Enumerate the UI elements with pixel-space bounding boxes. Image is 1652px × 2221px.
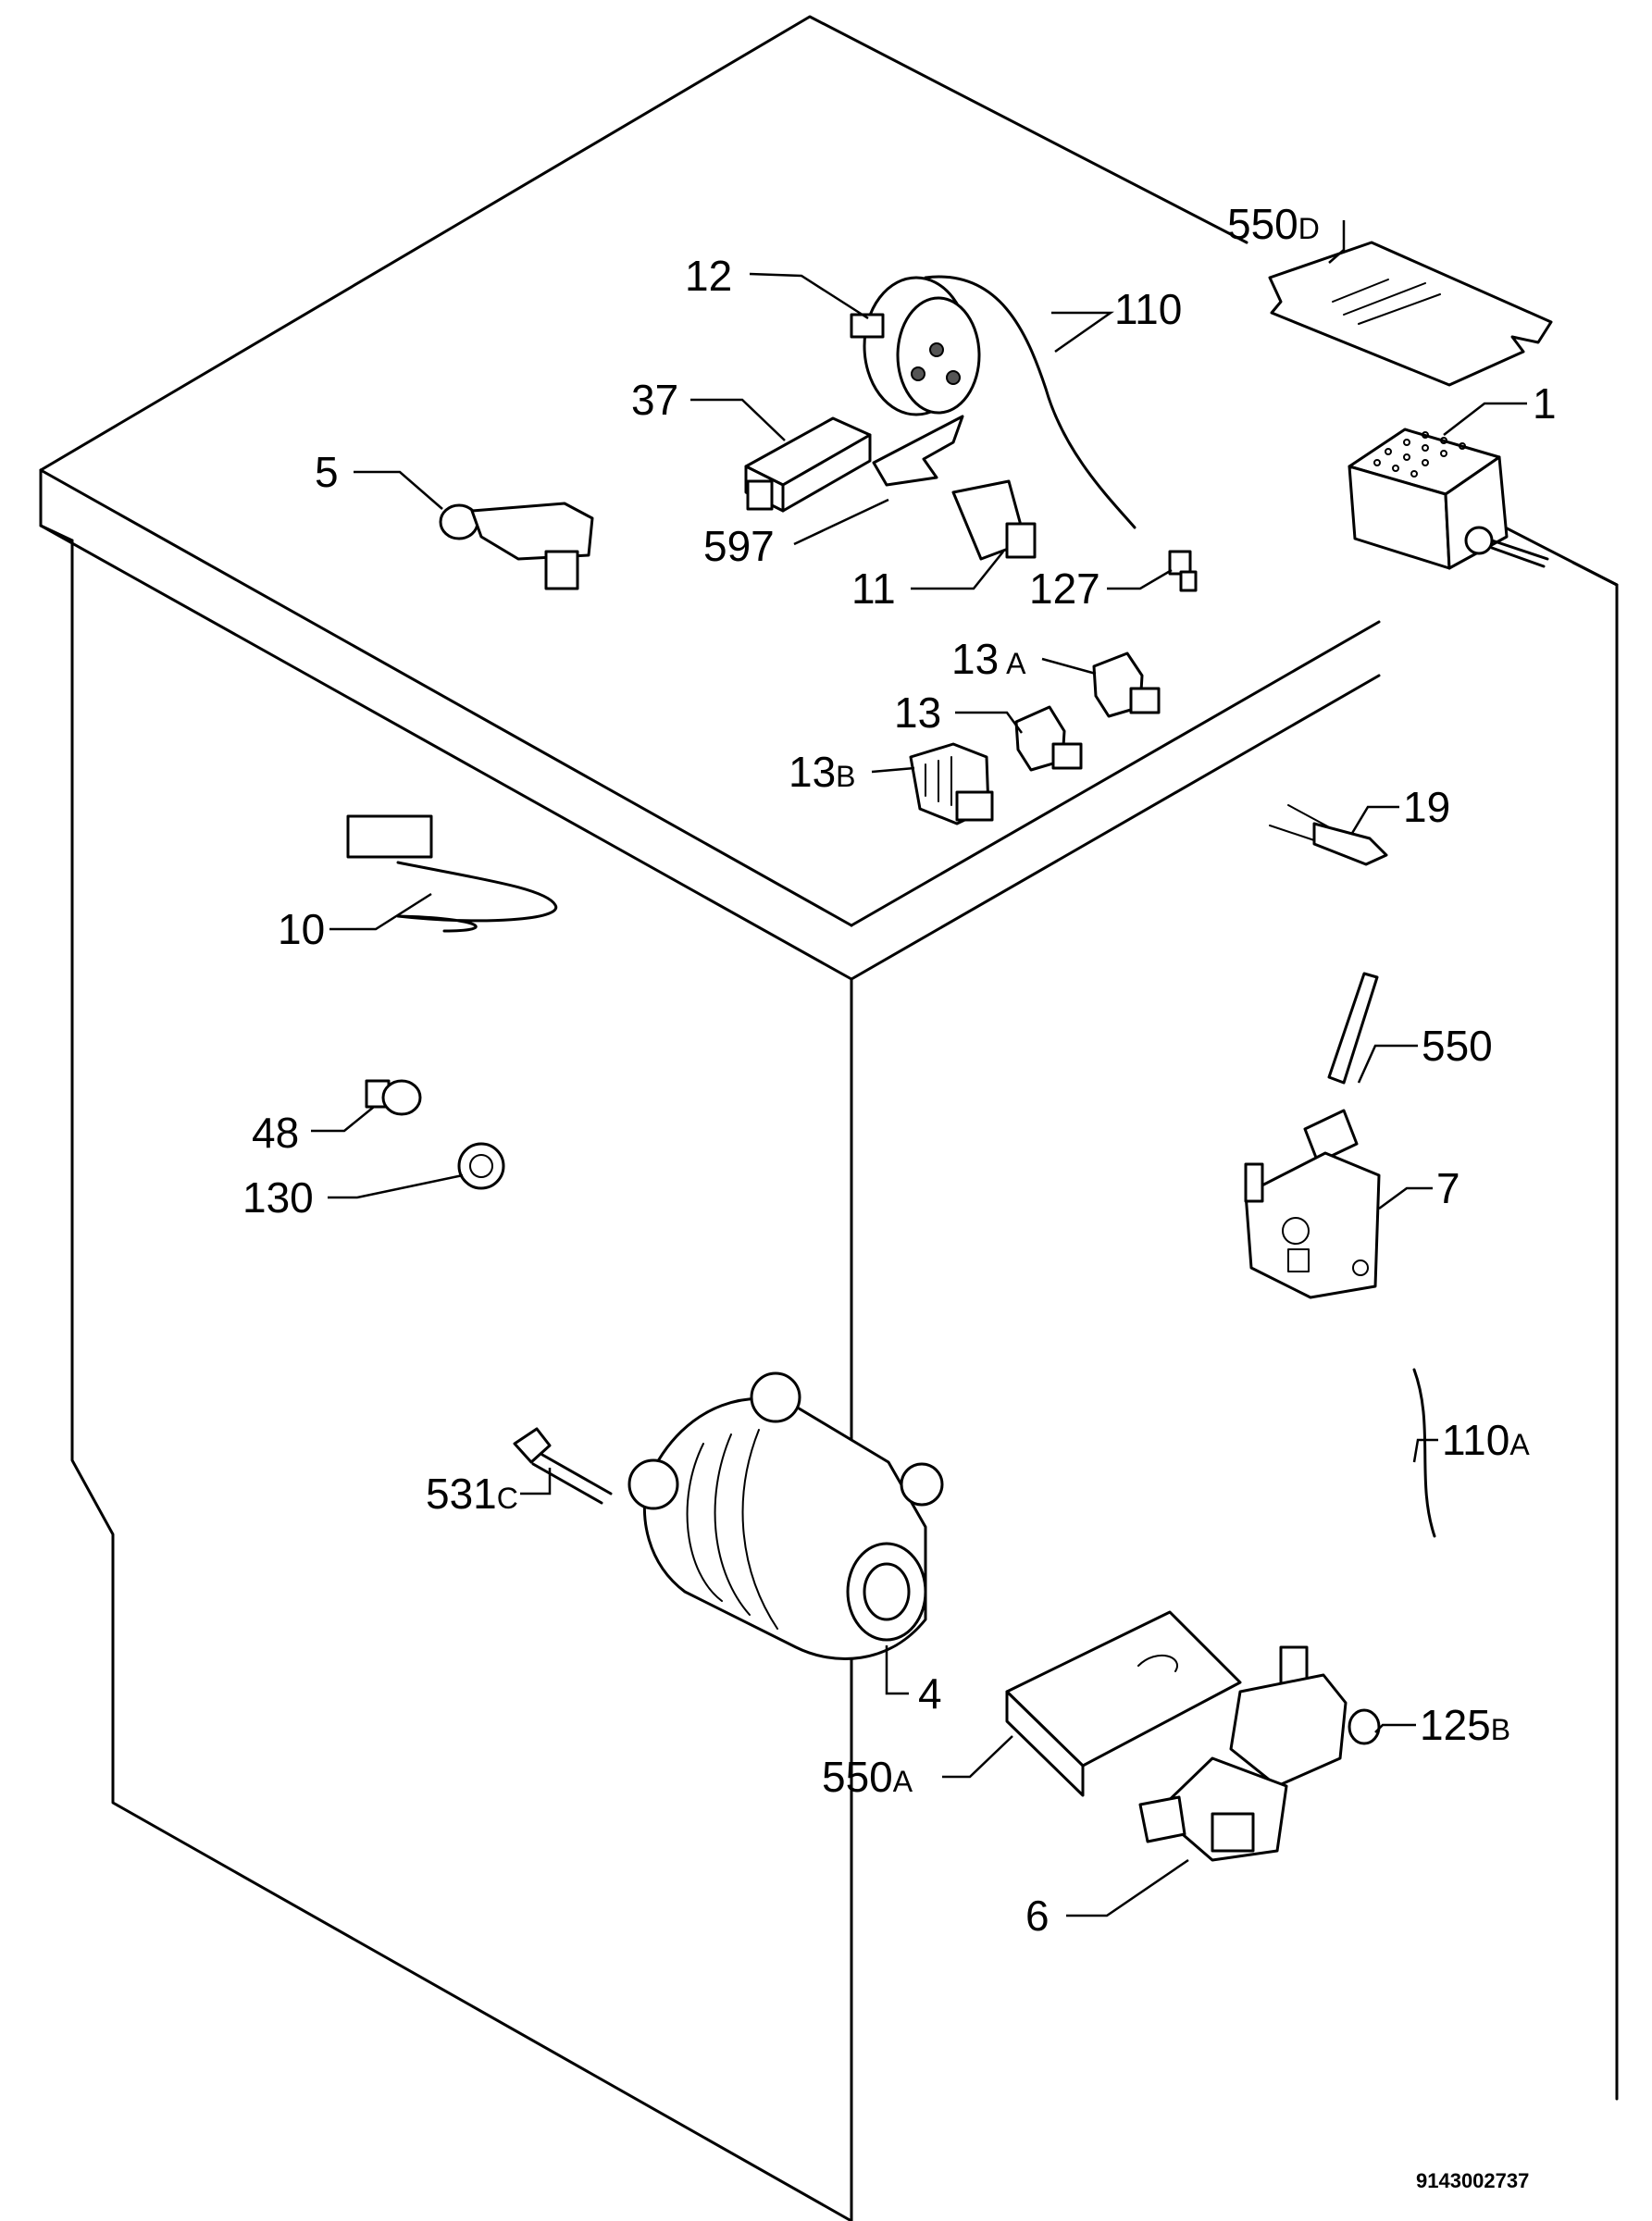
cover-plate-550d <box>1268 241 1553 387</box>
callout-110a: 110A <box>1442 1416 1530 1464</box>
callout-110: 110 <box>1114 285 1182 333</box>
pressure-switch-12 <box>850 276 981 416</box>
callout-597: 597 <box>703 522 775 570</box>
callout-550: 550 <box>1422 1022 1493 1070</box>
inlet-valve-5 <box>439 502 594 590</box>
callout-19: 19 <box>1403 783 1450 831</box>
thermostat-48 <box>365 1079 422 1116</box>
callout-130: 130 <box>242 1173 314 1222</box>
callout-6: 6 <box>1025 1892 1050 1940</box>
drain-pump-6 <box>1138 1645 1348 1862</box>
drawing-number: 9143002737 <box>1416 2169 1529 2192</box>
callout-4: 4 <box>918 1669 942 1718</box>
callout-1: 1 <box>1533 379 1557 428</box>
callout-37: 37 <box>631 376 678 424</box>
door-lock-7 <box>1244 1151 1381 1299</box>
sensor-19 <box>1269 804 1388 866</box>
callout-12: 12 <box>685 252 732 300</box>
connector-13 <box>1014 705 1083 772</box>
heating-element-10 <box>346 814 558 933</box>
callout-13b: 13B <box>789 748 856 796</box>
callout-48: 48 <box>252 1109 299 1157</box>
terminal-block-37 <box>744 416 872 513</box>
callout-127: 127 <box>1029 565 1100 613</box>
bracket-597 <box>872 415 964 487</box>
cable-550 <box>1303 972 1379 1164</box>
programmer-1 <box>1348 428 1549 570</box>
callout-125b: 125B <box>1420 1701 1510 1749</box>
callout-5: 5 <box>315 448 339 496</box>
hose-110a <box>1412 1368 1436 1538</box>
callout-13: 13 <box>894 689 941 737</box>
capacitor-11 <box>951 479 1037 561</box>
cover-550a <box>1005 1610 1242 1797</box>
nut-130 <box>457 1142 505 1190</box>
callout-10: 10 <box>278 905 325 953</box>
callout-11: 11 <box>851 565 896 613</box>
leader-lines <box>311 220 1527 1917</box>
motor-4 <box>627 1371 944 1660</box>
callout-531c: 531C <box>426 1470 518 1518</box>
callout-7: 7 <box>1436 1164 1460 1212</box>
screw-531c <box>513 1427 613 1505</box>
connector-13a <box>1092 651 1161 718</box>
hose-110 <box>924 275 1137 529</box>
callout-550d: 550D <box>1227 200 1320 248</box>
callout-550a: 550A <box>822 1753 913 1801</box>
ring-125b <box>1348 1708 1381 1745</box>
connector-13b <box>909 742 994 825</box>
connector-127 <box>1168 550 1198 592</box>
